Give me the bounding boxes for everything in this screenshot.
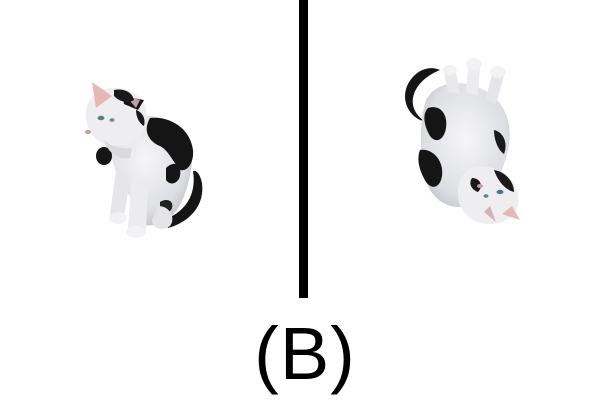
cat-upright-icon <box>85 82 203 238</box>
cat-upside-down-icon <box>405 58 520 224</box>
figure-label: (B) <box>254 312 356 395</box>
left-panel <box>0 0 299 298</box>
right-panel <box>308 0 610 298</box>
divider-line <box>299 0 308 298</box>
